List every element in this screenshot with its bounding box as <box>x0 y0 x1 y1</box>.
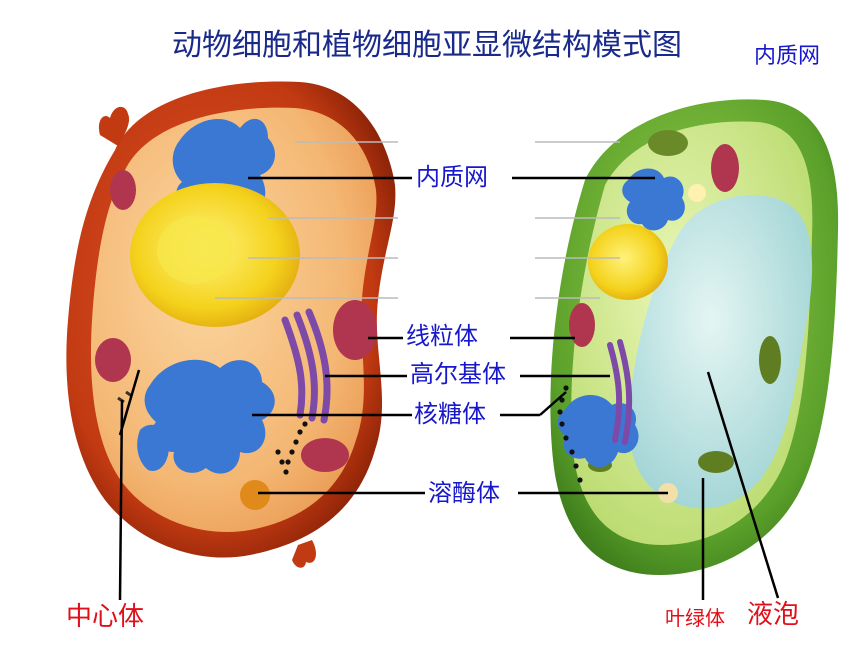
plant-er-upper <box>622 168 685 231</box>
plant-chloroplast <box>698 451 734 473</box>
plant-chloroplast <box>648 130 688 156</box>
plant-golgi <box>607 339 633 445</box>
gray-guide-lines <box>215 141 620 299</box>
animal-membrane-protrusion <box>292 540 317 568</box>
label-centrosome: 中心体 <box>66 602 145 632</box>
animal-mitochondria <box>333 300 377 360</box>
label-lysosome: 溶酶体 <box>426 479 502 507</box>
animal-ribosomes <box>275 421 308 475</box>
animal-membrane-protrusion <box>98 106 130 146</box>
label-chloroplast: 叶绿体 <box>665 606 725 630</box>
animal-mitochondria <box>95 338 131 382</box>
plant-chloroplast <box>759 336 781 384</box>
plant-vacuole <box>628 195 813 509</box>
corner-label-er: 内质网 <box>754 44 821 69</box>
animal-mitochondria <box>110 170 136 210</box>
animal-golgi <box>281 308 331 424</box>
label-ribosome: 核糖体 <box>412 400 488 428</box>
plant-nucleus <box>588 224 668 300</box>
plant-mitochondria <box>711 144 739 192</box>
animal-nucleolus <box>157 216 233 284</box>
plant-vesicle <box>688 184 706 202</box>
animal-er-lower <box>144 359 275 474</box>
animal-mitochondria <box>301 438 349 472</box>
plant-ribosomes <box>557 385 583 483</box>
label-vacuole: 液泡 <box>747 600 800 630</box>
label-golgi: 高尔基体 <box>408 360 508 388</box>
pointer-lines <box>118 176 780 601</box>
label-mitochondria: 线粒体 <box>404 322 480 350</box>
plant-mitochondria <box>569 303 595 347</box>
plant-cell <box>550 99 839 576</box>
label-er: 内质网 <box>414 163 490 191</box>
animal-er-lower-2 <box>137 424 169 471</box>
page-title: 动物细胞和植物细胞亚显微结构模式图 <box>172 28 682 63</box>
animal-cell <box>66 81 396 568</box>
animal-lysosome <box>240 480 270 510</box>
